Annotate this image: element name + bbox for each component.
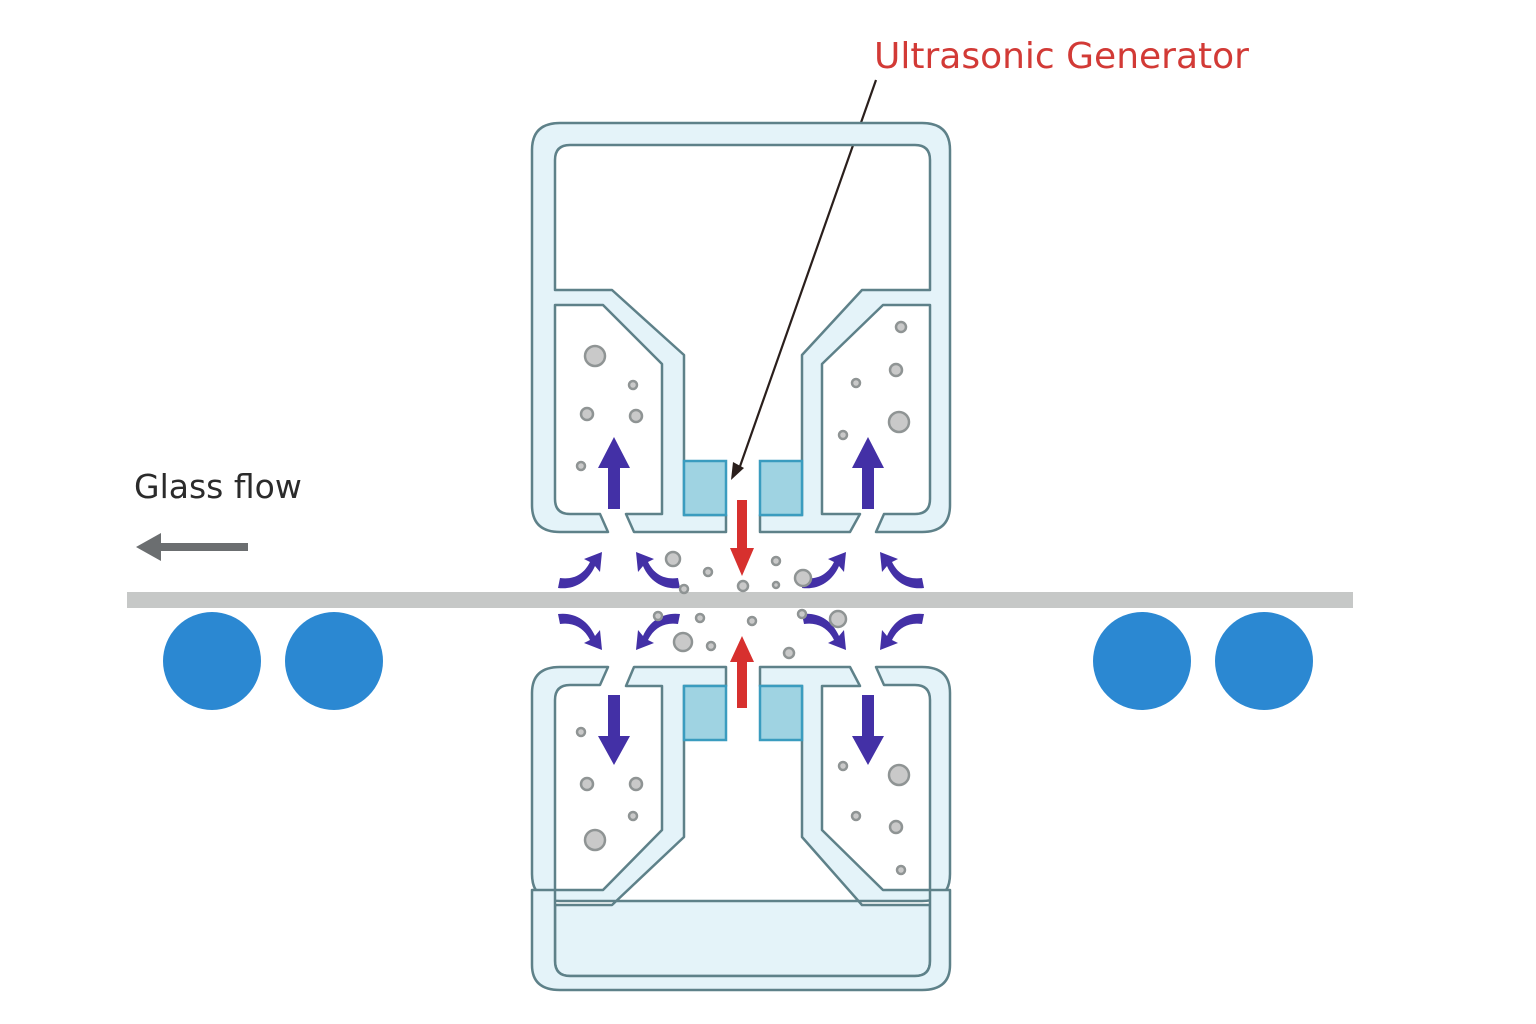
particle (575, 726, 587, 738)
particle (672, 631, 694, 653)
upper-cleaning-head (530, 121, 952, 534)
roller-left-1 (163, 612, 261, 710)
particle (705, 640, 717, 652)
particle (796, 608, 808, 620)
flow-direction-arrow-icon (136, 533, 248, 561)
particle (793, 568, 813, 588)
upper-outer-frame (530, 121, 952, 534)
particle (627, 810, 639, 822)
particle (895, 864, 907, 876)
ultrasonic-generator-label: Ultrasonic Generator (874, 36, 1249, 77)
upper-left-suction-arrow-icon (598, 437, 630, 509)
lower-bottom-box (530, 888, 952, 992)
particle (575, 460, 587, 472)
particle (702, 566, 714, 578)
particle (888, 819, 904, 835)
particle (894, 320, 908, 334)
particle (736, 579, 750, 593)
particle (678, 583, 690, 595)
curved-arrow-icon (558, 613, 602, 650)
particle (887, 763, 911, 787)
particle (837, 429, 849, 441)
upper-ultrasonic-arrow-icon (730, 500, 754, 576)
particle (771, 580, 781, 590)
dislodged-particles (652, 550, 848, 660)
particle (664, 550, 682, 568)
lower-right-suction-arrow-icon (852, 695, 884, 765)
particle (628, 408, 644, 424)
particle (579, 776, 595, 792)
roller-right-2 (1215, 612, 1313, 710)
upper-transducer-right (758, 459, 804, 517)
glass-sheet (127, 592, 1353, 608)
particle (770, 555, 782, 567)
particle (850, 377, 862, 389)
particle (628, 776, 644, 792)
curved-arrow-icon (880, 552, 924, 589)
particle (888, 362, 904, 378)
particle (583, 344, 607, 368)
particle (828, 609, 848, 629)
lower-outer-frame (530, 665, 952, 978)
particle (627, 379, 639, 391)
lower-transducer-left (682, 684, 728, 742)
generator-pointer-arrowhead (731, 462, 744, 480)
particle (837, 760, 849, 772)
particle (583, 828, 607, 852)
upper-right-suction-arrow-icon (852, 437, 884, 509)
particle (579, 406, 595, 422)
lower-left-suction-arrow-icon (598, 695, 630, 765)
upper-transducer-left (682, 459, 728, 517)
glass-flow-label: Glass flow (134, 467, 302, 506)
lower-cleaning-head (530, 665, 952, 992)
lower-transducer-right (758, 684, 804, 742)
particle (694, 612, 706, 624)
curved-arrow-icon (880, 613, 924, 650)
curved-arrow-icon (558, 552, 602, 589)
particle (746, 615, 758, 627)
particle (652, 610, 664, 622)
particle (850, 810, 862, 822)
roller-right-1 (1093, 612, 1191, 710)
lower-ultrasonic-arrow-icon (730, 636, 754, 708)
particle (887, 410, 911, 434)
roller-left-2 (285, 612, 383, 710)
particle (782, 646, 796, 660)
